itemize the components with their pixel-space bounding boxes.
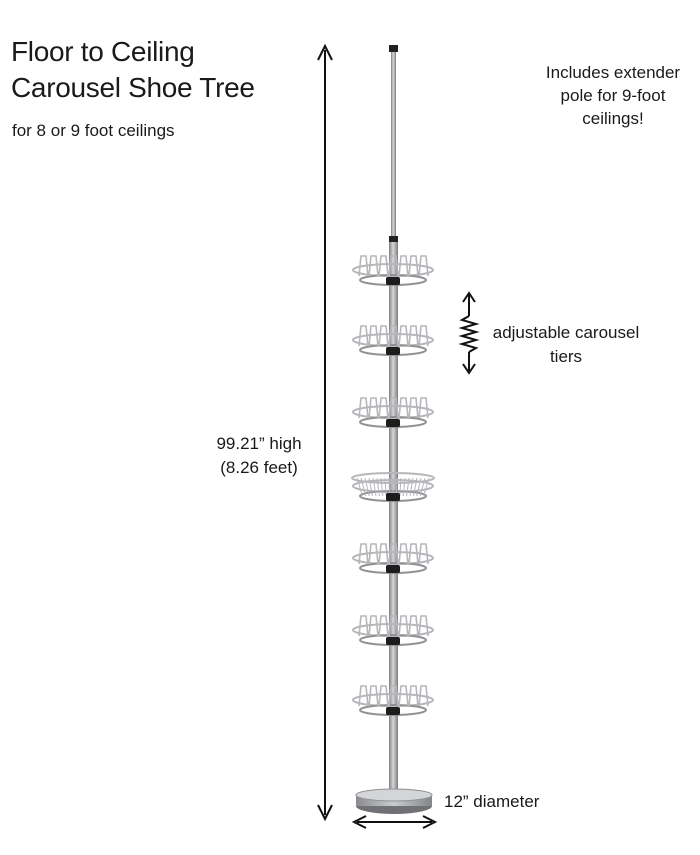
extender-note: Includes extender pole for 9-foot ceilin… [532,61,694,130]
height-label-line-2: (8.26 feet) [220,458,298,477]
product-title: Floor to Ceiling Carousel Shoe Tree [11,34,255,106]
carousel-tier [352,685,434,716]
height-dimension-arrow [317,43,333,822]
carousel-tiers [351,255,435,716]
extender-note-line-1: Includes extender [545,63,681,82]
lower-pole [389,242,398,802]
carousel-tier [352,543,434,574]
pole-joint [389,236,398,242]
carousel-tier [351,472,435,502]
ceiling-subtitle: for 8 or 9 foot ceilings [12,121,175,140]
diameter-dimension-arrow [351,815,438,829]
tiers-label-line-1: adjustable carousel [492,323,640,342]
carousel-tier [352,255,434,286]
carousel-tier [352,397,434,428]
weighted-base [355,788,433,814]
carousel-tier [352,615,434,646]
height-label-line-1: 99.21” high [216,434,302,453]
extender-note-line-2: pole for 9-foot [560,86,666,105]
carousel-tier [352,325,434,356]
tiers-adjust-arrow [458,291,480,375]
tiers-label: adjustable carousel tiers [482,321,650,369]
title-line-1: Floor to Ceiling [11,36,195,67]
ceiling-cap [389,45,398,52]
title-line-2: Carousel Shoe Tree [11,72,255,103]
height-label: 99.21” high (8.26 feet) [200,432,318,480]
diameter-label: 12” diameter [444,792,540,811]
tiers-label-line-2: tiers [549,347,583,366]
extender-note-line-3: ceilings! [582,109,644,128]
upper-pole [391,52,396,242]
